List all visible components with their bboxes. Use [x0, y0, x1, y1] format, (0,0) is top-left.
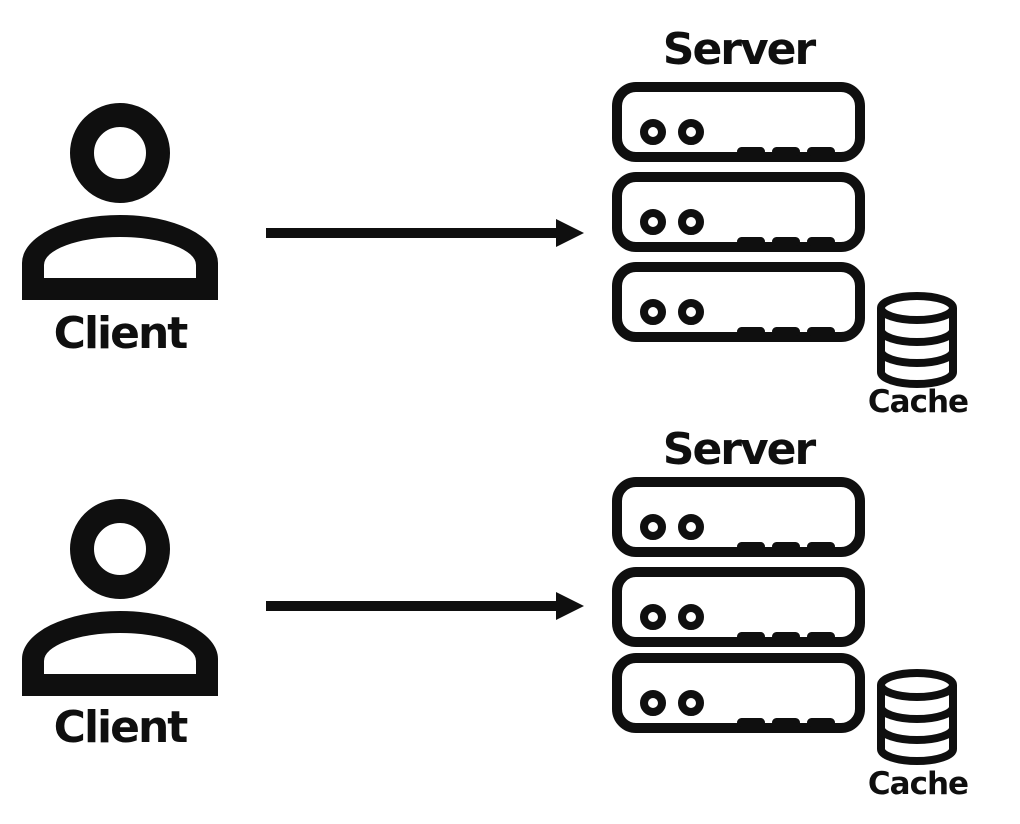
server-vents-icon [737, 718, 835, 727]
server-vents-icon [737, 147, 835, 156]
cache-label: Cache [867, 766, 969, 802]
server-vents-icon [737, 542, 835, 551]
server-led-icon [640, 299, 666, 325]
client-person-icon [22, 499, 218, 696]
server-unit [612, 567, 865, 647]
server-led-icon [678, 209, 704, 235]
server-vents-icon [737, 632, 835, 641]
server-vents-icon [737, 237, 835, 246]
server-led-icon [640, 604, 666, 630]
server-label: Server [662, 424, 816, 475]
cache-database-icon [877, 669, 957, 765]
server-unit [612, 262, 865, 342]
server-led-icon [678, 604, 704, 630]
server-led-icon [678, 119, 704, 145]
server-led-icon [640, 514, 666, 540]
cache-database-icon [877, 292, 957, 388]
server-led-icon [640, 690, 666, 716]
server-unit [612, 82, 865, 162]
request-arrow-icon [266, 219, 584, 247]
client-person-icon [22, 103, 218, 300]
server-unit [612, 172, 865, 252]
client-label: Client [53, 308, 189, 359]
cache-label: Cache [867, 384, 969, 420]
server-led-icon [678, 514, 704, 540]
server-vents-icon [737, 327, 835, 336]
server-led-icon [640, 119, 666, 145]
server-unit [612, 477, 865, 557]
client-label: Client [53, 702, 189, 753]
server-led-icon [678, 690, 704, 716]
server-label: Server [662, 24, 816, 75]
server-led-icon [640, 209, 666, 235]
request-arrow-icon [266, 592, 584, 620]
server-unit [612, 653, 865, 733]
server-led-icon [678, 299, 704, 325]
